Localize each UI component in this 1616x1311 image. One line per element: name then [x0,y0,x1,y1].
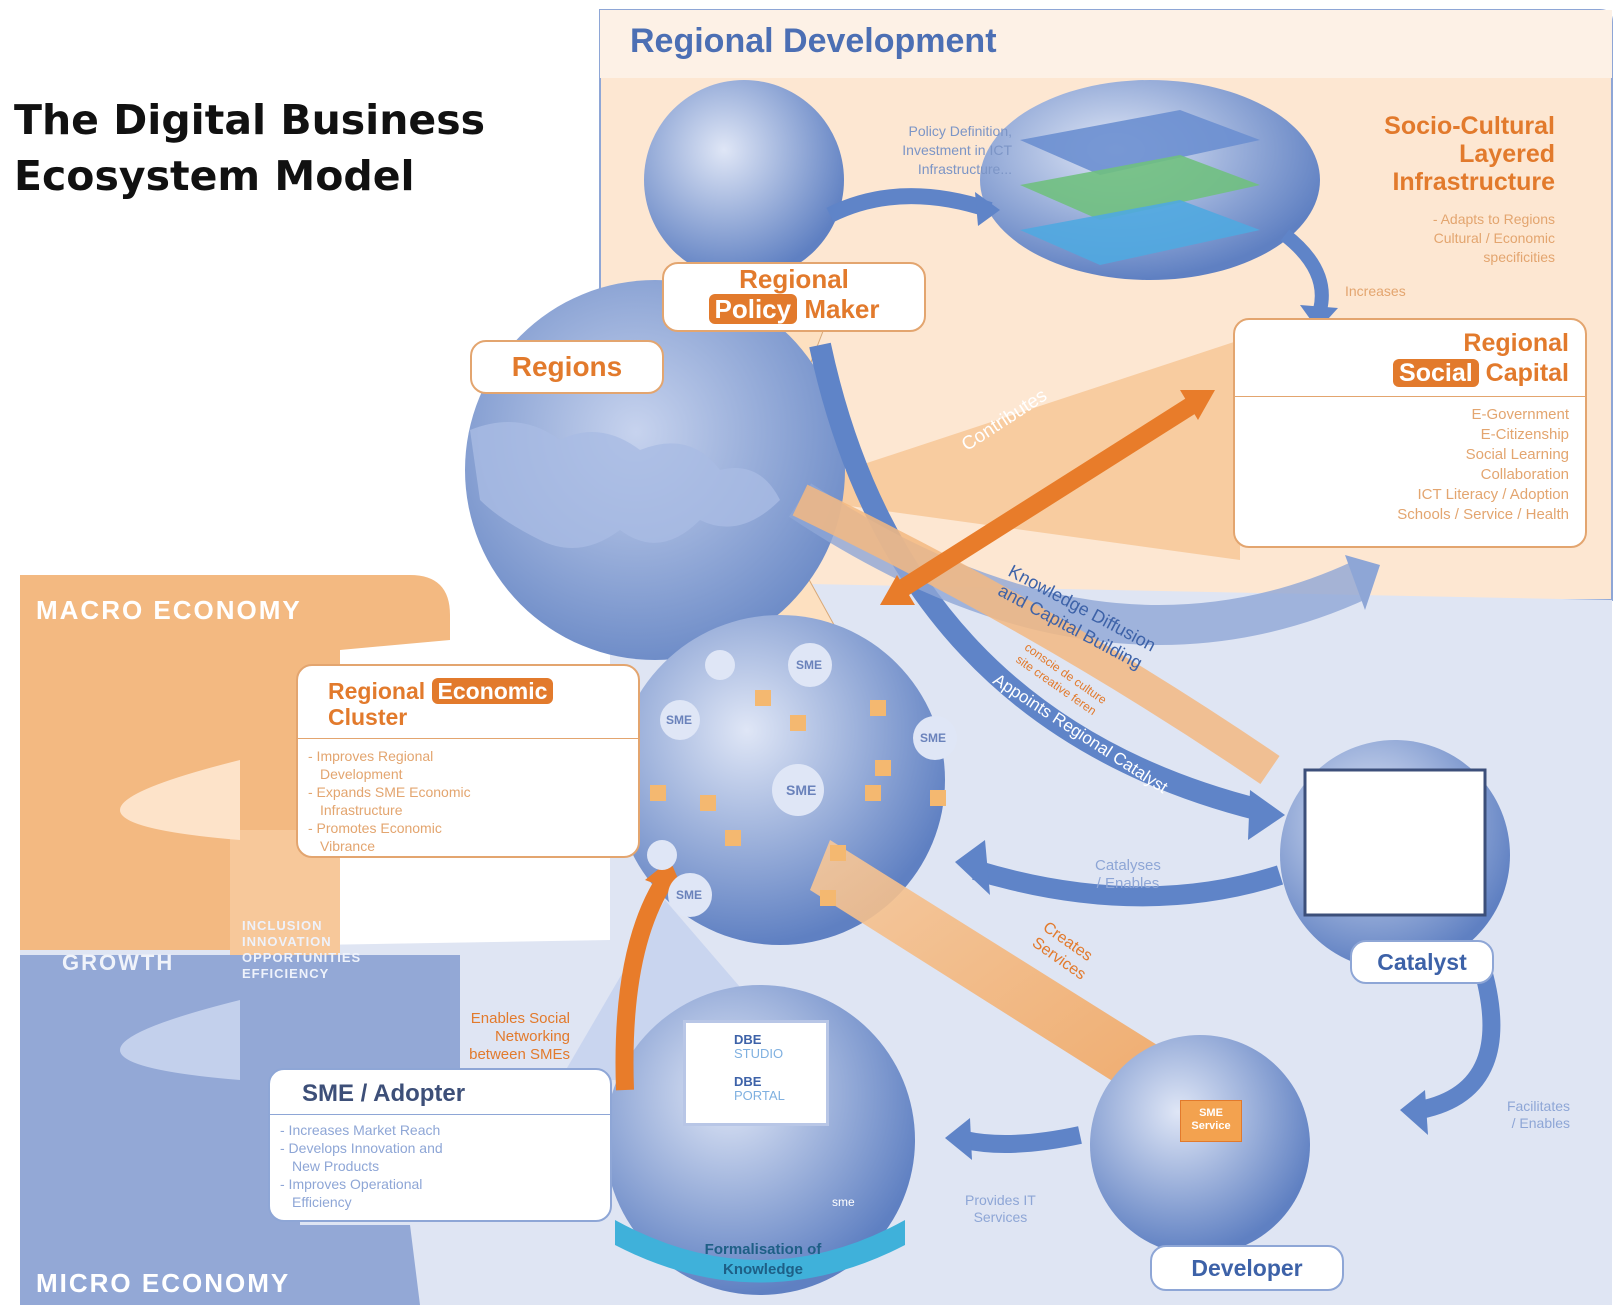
formalisation-band [615,1220,905,1283]
socio-title-2: Layered [1459,140,1555,168]
sme-adopter-title: SME / Adopter [302,1080,466,1107]
policy-maker-line2: Maker [804,294,880,324]
policy-maker-box: Regional Policy Maker [662,262,926,332]
main-title-line1: The Digital Business [14,96,486,144]
regional-development-title: Regional Development [630,22,997,60]
developer-label: Developer [1191,1255,1303,1281]
catalyst-label: Catalyst [1377,949,1467,975]
sme-node-bottom: SME [676,888,703,902]
catalyses-label: Catalyses/ Enables [1095,857,1161,892]
macro-economy-label: MACRO ECONOMY [36,595,302,625]
regions-label-box: Regions [470,340,664,394]
socio-title-3: Infrastructure [1392,168,1555,196]
policy-maker-circle [644,80,844,280]
sme-adopter-list: - Increases Market Reach- Develops Innov… [270,1114,610,1211]
increases-label: Increases [1345,283,1406,299]
socio-desc-3: specificities [1483,249,1555,265]
socio-title-1: Socio-Cultural [1384,112,1555,140]
economic-cluster-box: Regional Economic Cluster - Improves Reg… [296,664,640,858]
economic-badge: Economic [431,678,554,704]
developer-circle [1090,1035,1310,1255]
facilitates-label: Facilitates/ Enables [1506,1098,1570,1131]
socio-desc-1: - Adapts to Regions [1432,211,1555,227]
social-badge: Social [1393,359,1479,387]
main-title-line2: Ecosystem Model [14,152,415,200]
regions-label: Regions [511,351,623,382]
sme-adopter-circle [605,985,915,1295]
sme-small-label: sme [832,1195,855,1209]
socio-cultural-block: Socio-Cultural Layered Infrastructure - … [1290,112,1555,267]
sme-node-right: SME [920,731,947,745]
economic-cluster-line2: Cluster [328,704,408,730]
developer-box: Developer [1150,1245,1344,1291]
sme-node-top: SME [796,658,823,672]
micro-economy-label: MICRO ECONOMY [36,1268,291,1298]
policy-maker-line1: Regional [739,264,849,294]
sme-node-left: SME [666,713,693,727]
social-capital-line2: Capital [1485,359,1569,387]
social-capital-line1: Regional [1463,329,1569,357]
main-title: The Digital Business Ecosystem Model [14,92,485,204]
policy-badge: Policy [708,294,798,324]
economic-cluster-line1: Regional [328,678,426,704]
growth-label: GROWTH [62,950,175,975]
socio-desc-2: Cultural / Economic [1433,230,1555,246]
catalyst-box: Catalyst [1350,940,1494,984]
sme-adopter-box: SME / Adopter - Increases Market Reach- … [268,1068,612,1222]
sme-node-center: SME [786,782,817,798]
